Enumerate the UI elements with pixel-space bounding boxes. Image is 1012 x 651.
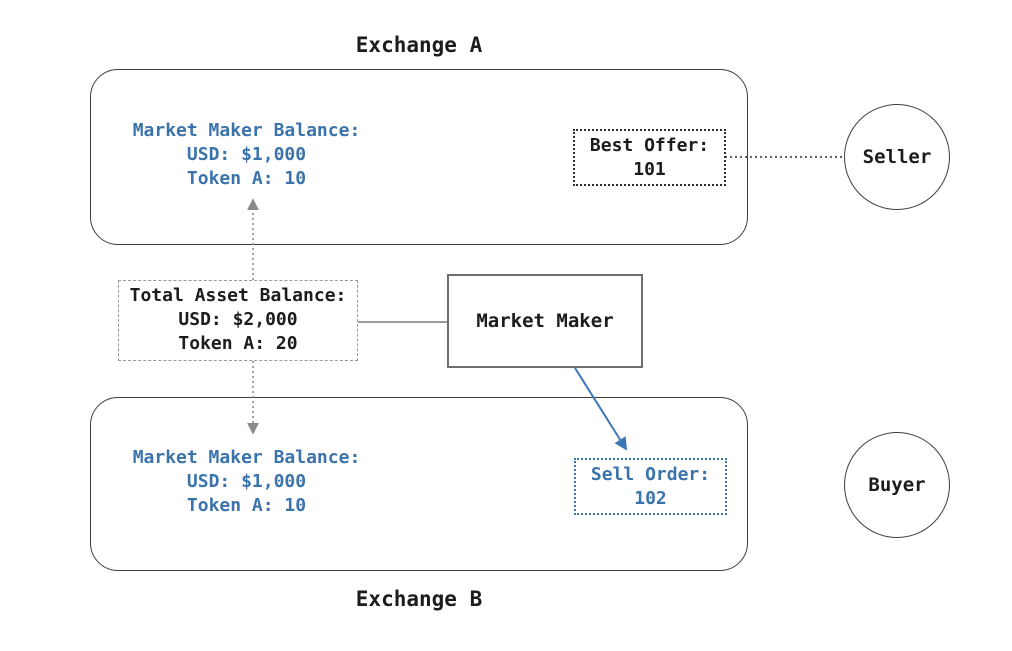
buyer-node: Buyer (844, 432, 950, 538)
balance-line-token: Token A: 10 (186, 495, 307, 516)
total-asset-balance-box: Total Asset Balance: USD: $2,000 Token A… (118, 280, 358, 361)
balance-line-title: Market Maker Balance: (132, 447, 361, 468)
total-asset-line-token: Token A: 20 (178, 333, 298, 354)
buyer-label: Buyer (868, 474, 926, 496)
exchange-a-container: Market Maker Balance: USD: $1,000 Token … (90, 69, 748, 245)
seller-node: Seller (844, 104, 950, 210)
market-maker-node: Market Maker (447, 274, 643, 368)
best-offer-box: Best Offer: 101 (573, 129, 726, 186)
balance-line-usd: USD: $1,000 (186, 471, 307, 492)
total-asset-line-usd: USD: $2,000 (178, 309, 298, 330)
best-offer-value: 101 (633, 159, 666, 180)
best-offer-label: Best Offer: (589, 135, 710, 156)
sell-order-label: Sell Order: (590, 464, 711, 485)
market-maker-label: Market Maker (476, 310, 614, 332)
balance-line-usd: USD: $1,000 (186, 144, 307, 165)
exchange-b-container: Market Maker Balance: USD: $1,000 Token … (90, 397, 748, 571)
sell-order-value: 102 (634, 488, 667, 509)
exchange-a-market-maker-balance: Market Maker Balance: USD: $1,000 Token … (131, 119, 362, 191)
balance-line-token: Token A: 10 (186, 168, 307, 189)
seller-label: Seller (862, 146, 932, 168)
exchange-b-title: Exchange B (355, 587, 483, 611)
exchange-a-title: Exchange A (355, 33, 483, 57)
sell-order-box: Sell Order: 102 (574, 458, 727, 515)
exchange-b-market-maker-balance: Market Maker Balance: USD: $1,000 Token … (131, 446, 362, 518)
balance-line-title: Market Maker Balance: (132, 120, 361, 141)
total-asset-line-title: Total Asset Balance: (129, 285, 347, 306)
